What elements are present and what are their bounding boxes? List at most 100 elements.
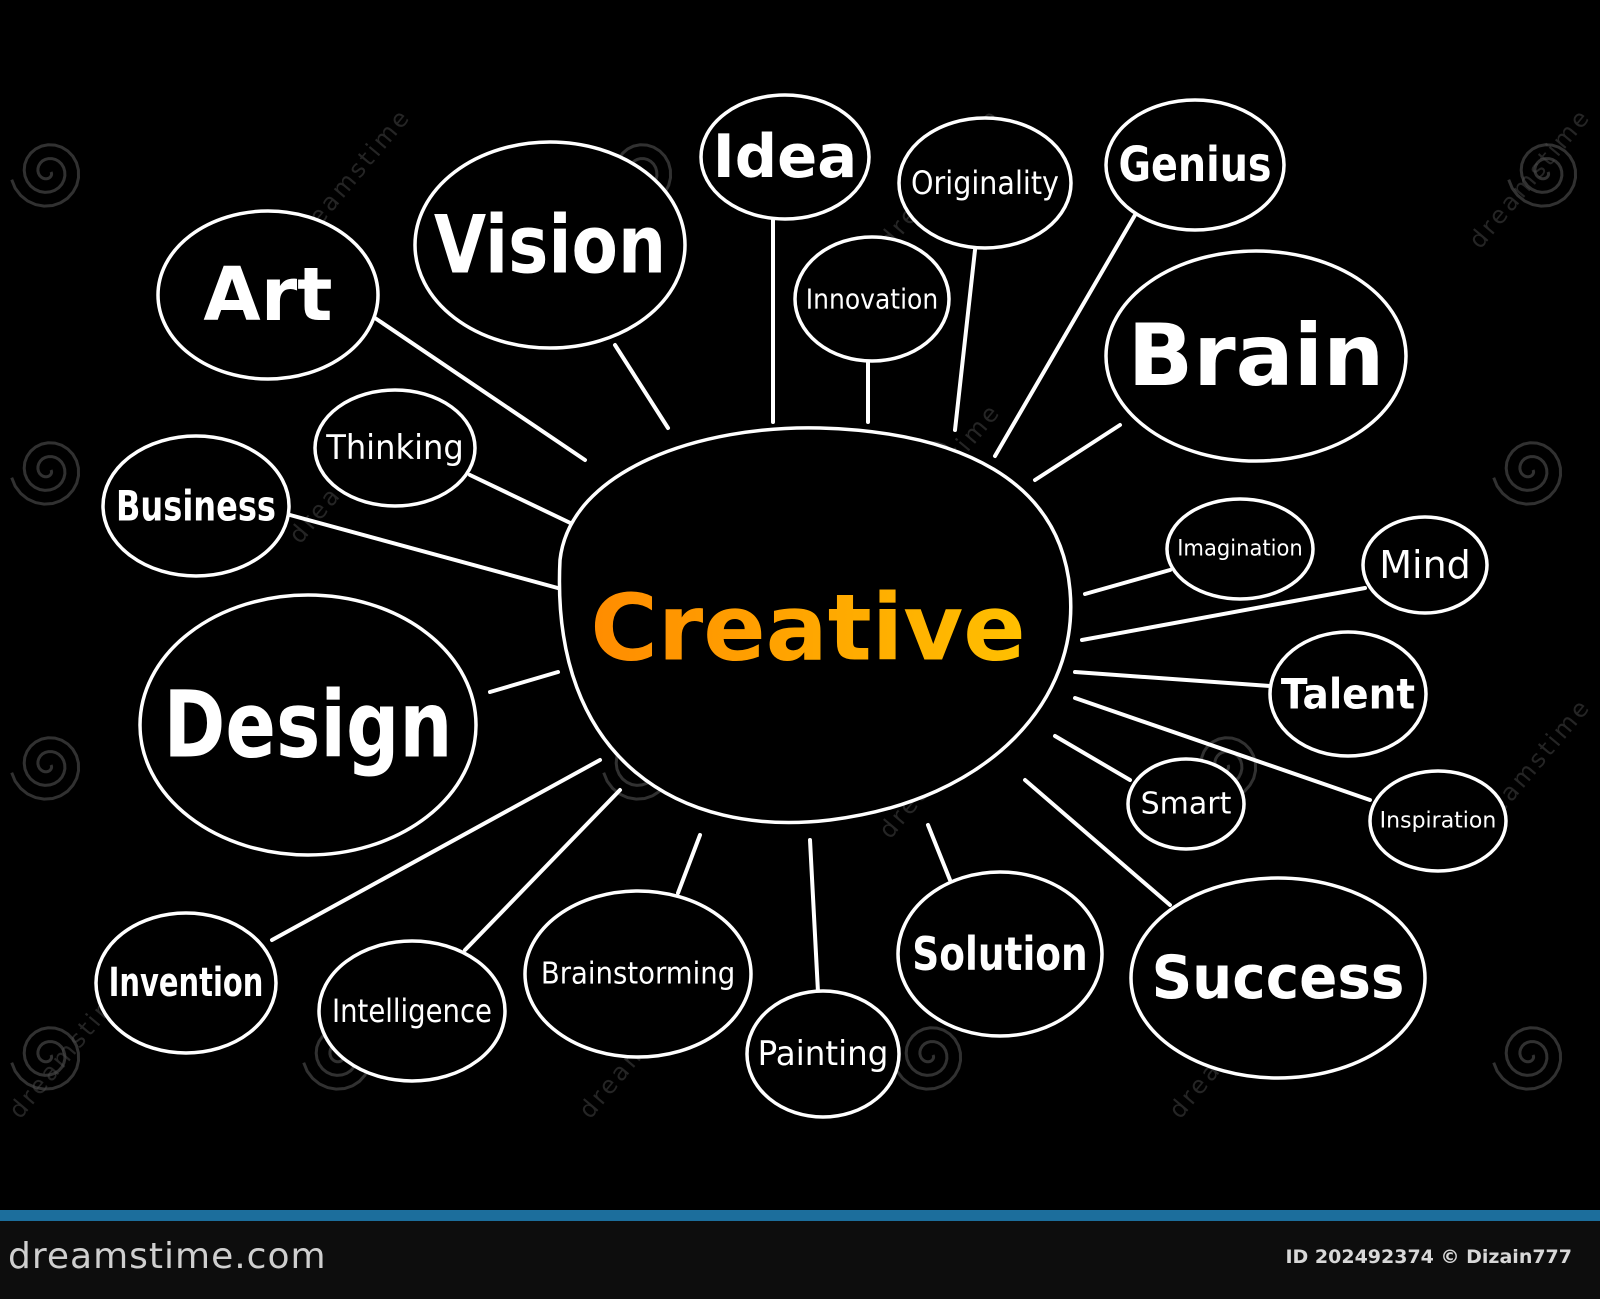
- node-label-painting: Painting: [758, 1034, 889, 1074]
- node-ellipse-imagination: [1165, 497, 1315, 601]
- node-label-originality: Originality: [911, 164, 1059, 202]
- node-ellipse-design: [138, 593, 478, 857]
- node-smart: Smart: [1126, 757, 1246, 851]
- node-design: Design: [138, 593, 478, 857]
- node-vision: Vision: [413, 140, 687, 350]
- connector-brain: [1033, 423, 1122, 482]
- node-imagination: Imagination: [1165, 497, 1315, 601]
- node-talent: Talent: [1268, 630, 1428, 758]
- node-label-solution: Solution: [912, 927, 1087, 981]
- spiral-icon: [10, 736, 81, 801]
- connector-talent: [1073, 670, 1272, 688]
- node-label-art: Art: [203, 252, 332, 338]
- spiral-icon: [10, 1026, 81, 1091]
- center-label: Creative: [590, 575, 1025, 682]
- node-ellipse-invention: [94, 911, 278, 1055]
- footer-image-id: ID 202492374 © Dizain777: [1285, 1246, 1572, 1268]
- node-ellipse-smart: [1126, 757, 1246, 851]
- connector-solution: [926, 823, 952, 882]
- connector-invention: [270, 758, 602, 942]
- connector-intelligence: [463, 788, 622, 952]
- footer-accent-stripe: [0, 1210, 1600, 1221]
- node-label-genius: Genius: [1118, 137, 1271, 193]
- node-brain: Brain: [1104, 249, 1408, 463]
- connector-imagination: [1083, 568, 1172, 596]
- center-node: Creative: [557, 426, 1073, 825]
- connector-success: [1023, 778, 1172, 907]
- node-painting: Painting: [745, 989, 901, 1119]
- node-label-business: Business: [116, 482, 276, 531]
- node-label-talent: Talent: [1281, 670, 1415, 719]
- spiral-icon: [10, 143, 81, 208]
- connector-inspiration: [1073, 696, 1372, 802]
- node-brainstorming: Brainstorming: [523, 889, 753, 1059]
- connector-art: [370, 314, 587, 462]
- node-label-innovation: Innovation: [806, 283, 938, 316]
- connector-smart: [1053, 734, 1132, 782]
- connector-mind: [1080, 586, 1367, 642]
- node-ellipse-mind: [1361, 515, 1489, 615]
- node-label-imagination: Imagination: [1177, 537, 1303, 562]
- connector-business: [288, 513, 567, 592]
- connector-lines: [270, 213, 1372, 994]
- node-label-idea: Idea: [713, 122, 857, 192]
- connector-painting: [808, 838, 820, 994]
- node-originality: Originality: [897, 116, 1073, 250]
- connector-design: [488, 670, 560, 694]
- node-ellipse-innovation: [793, 235, 951, 363]
- connector-genius: [993, 213, 1137, 458]
- node-idea: Idea: [699, 93, 871, 221]
- node-genius: Genius: [1104, 98, 1286, 232]
- footer-bar: dreamstime.com ID 202492374 © Dizain777: [0, 1210, 1600, 1299]
- node-label-brain: Brain: [1128, 306, 1385, 406]
- connector-originality: [953, 248, 977, 432]
- node-label-inspiration: Inspiration: [1380, 809, 1497, 834]
- node-innovation: Innovation: [793, 235, 951, 363]
- node-ellipse-art: [156, 209, 380, 381]
- node-label-brainstorming: Brainstorming: [541, 957, 735, 992]
- node-ellipse-originality: [897, 116, 1073, 250]
- node-invention: Invention: [94, 911, 278, 1055]
- node-inspiration: Inspiration: [1368, 769, 1508, 873]
- spiral-icon: [1492, 441, 1563, 506]
- node-intelligence: Intelligence: [317, 939, 507, 1083]
- node-mind: Mind: [1361, 515, 1489, 615]
- center-ellipse: [557, 426, 1073, 825]
- node-label-success: Success: [1152, 943, 1405, 1013]
- connector-thinking: [468, 473, 587, 532]
- node-success: Success: [1129, 876, 1427, 1080]
- node-ellipse-solution: [896, 870, 1104, 1038]
- connector-vision: [613, 343, 670, 430]
- node-label-smart: Smart: [1141, 787, 1232, 822]
- node-business: Business: [101, 434, 291, 578]
- node-art: Art: [156, 209, 380, 381]
- node-label-thinking: Thinking: [325, 428, 464, 468]
- node-label-invention: Invention: [109, 960, 264, 1006]
- node-label-vision: Vision: [434, 199, 666, 292]
- spiral-icon: [1507, 143, 1578, 208]
- node-ellipse-vision: [413, 140, 687, 350]
- node-thinking: Thinking: [313, 388, 477, 508]
- spiral-icon: [1492, 1026, 1563, 1091]
- spiral-icon: [892, 1026, 963, 1091]
- node-ellipse-idea: [699, 93, 871, 221]
- node-label-design: Design: [164, 672, 453, 779]
- node-ellipse-success: [1129, 876, 1427, 1080]
- footer-logo: dreamstime.com: [8, 1236, 327, 1277]
- node-ellipse-thinking: [313, 388, 477, 508]
- node-ellipse-intelligence: [317, 939, 507, 1083]
- connector-brainstorming: [676, 833, 702, 895]
- node-ellipse-genius: [1104, 98, 1286, 232]
- node-ellipse-brainstorming: [523, 889, 753, 1059]
- node-ellipse-talent: [1268, 630, 1428, 758]
- node-label-intelligence: Intelligence: [332, 992, 492, 1030]
- spiral-icon: [10, 441, 81, 506]
- node-ellipse-brain: [1104, 249, 1408, 463]
- node-ellipse-inspiration: [1368, 769, 1508, 873]
- node-ellipse-business: [101, 434, 291, 578]
- node-solution: Solution: [896, 870, 1104, 1038]
- node-label-mind: Mind: [1379, 543, 1471, 587]
